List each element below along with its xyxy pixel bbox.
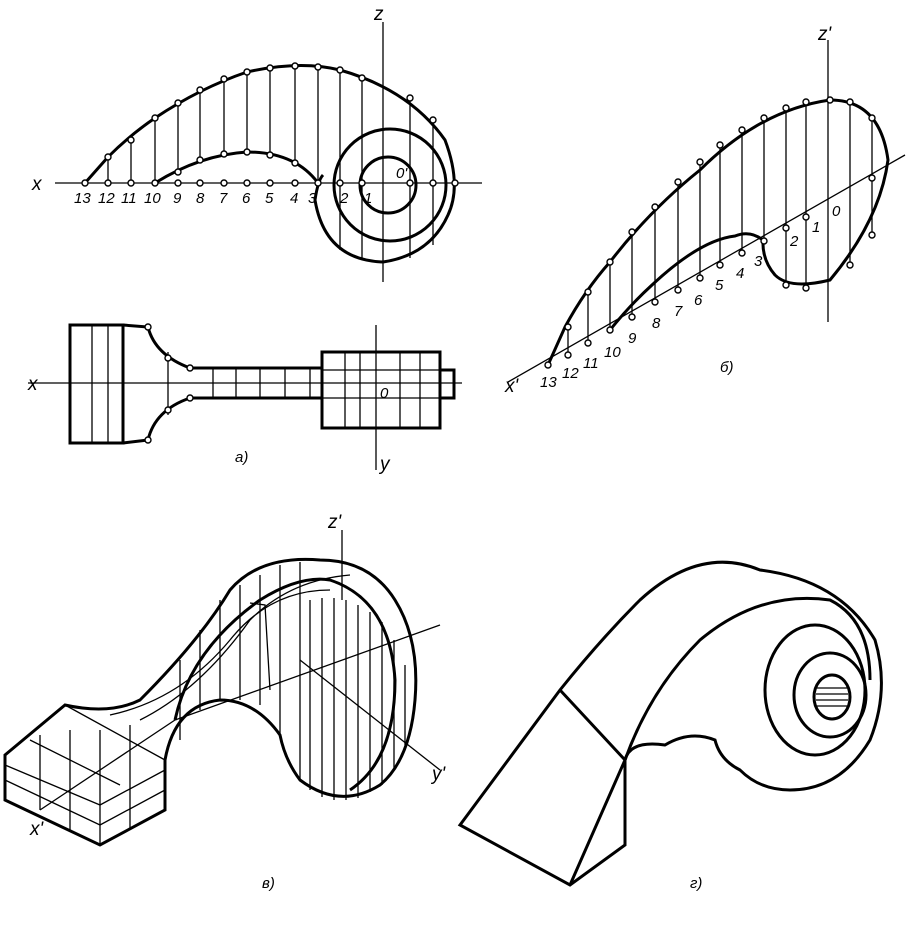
- svg-text:7: 7: [219, 190, 228, 207]
- view-a-front: x z 0' 13 12 11 10 9 8 7 6 5 4 3 2 1: [31, 4, 482, 282]
- svg-text:1: 1: [364, 190, 372, 207]
- view-g: г): [457, 560, 883, 892]
- svg-text:3: 3: [308, 190, 317, 207]
- view-v: z' y' x' в): [3, 512, 447, 892]
- axis-y-label: y: [378, 454, 391, 475]
- svg-text:2: 2: [339, 190, 349, 207]
- profile-points: [544, 96, 876, 369]
- svg-text:6: 6: [242, 190, 251, 207]
- boss: [438, 368, 456, 400]
- caption-v: в): [262, 875, 275, 892]
- caption-g: г): [690, 875, 702, 892]
- svg-text:11: 11: [583, 355, 599, 372]
- cross-axis: [174, 624, 441, 721]
- svg-text:10: 10: [144, 190, 161, 207]
- part-solid-outline: [457, 560, 883, 887]
- view-b: x' z' 0 13 12 11 10 9 8 7 6 5 4 3 2 1 б): [504, 24, 906, 397]
- svg-text:9: 9: [628, 330, 637, 347]
- axis-z-label: z': [817, 24, 833, 45]
- svg-text:11: 11: [121, 190, 137, 207]
- hub-front-edge: [173, 577, 397, 792]
- hub-front-edge: [623, 596, 872, 761]
- svg-text:12: 12: [98, 190, 115, 207]
- x-prime-axis: [507, 154, 906, 383]
- svg-text:8: 8: [196, 190, 205, 207]
- outer-profile: [83, 64, 456, 264]
- axis-y-label: y': [430, 764, 447, 785]
- origin-label: 0': [396, 165, 408, 182]
- collar: [792, 651, 868, 739]
- part-wireframe-outline: [3, 557, 418, 847]
- end-block: [68, 323, 125, 445]
- grid-lines: [91, 325, 454, 443]
- svg-text:12: 12: [562, 365, 579, 382]
- inner-profile: [154, 150, 320, 185]
- svg-text:8: 8: [652, 315, 661, 332]
- svg-text:10: 10: [604, 344, 621, 361]
- axis-x-label: x': [29, 819, 45, 840]
- caption-a: a): [235, 449, 248, 466]
- svg-text:4: 4: [290, 190, 298, 207]
- point-labels: 13 12 11 10 9 8 7 6 5 4 3 2 1: [540, 219, 820, 391]
- svg-text:3: 3: [754, 253, 763, 270]
- view-a-plan: x y 0 a): [27, 323, 462, 475]
- svg-text:5: 5: [265, 190, 274, 207]
- origin-label: 0: [380, 385, 389, 402]
- axis-z-label: z': [327, 512, 343, 533]
- outer-profile: [546, 98, 890, 366]
- x-prime-axis: [39, 719, 176, 811]
- hub-circle: [332, 127, 448, 243]
- splined-bore: [812, 673, 852, 721]
- axis-x-label: x': [504, 376, 520, 397]
- ordinate-lines: [107, 66, 434, 258]
- end-face-edges: [558, 688, 627, 886]
- wireframe-grid: [4, 562, 406, 845]
- axis-z-label: z: [373, 4, 384, 25]
- caption-b: б): [720, 359, 733, 376]
- axis-x-label: x: [27, 374, 39, 395]
- svg-text:7: 7: [674, 303, 683, 320]
- svg-text:5: 5: [715, 277, 724, 294]
- neck-outline: [122, 323, 322, 445]
- axis-x-label: x: [31, 174, 43, 195]
- svg-text:9: 9: [173, 190, 182, 207]
- svg-text:13: 13: [74, 190, 91, 207]
- svg-text:4: 4: [736, 265, 744, 282]
- svg-text:2: 2: [789, 233, 799, 250]
- point-labels: 13 12 11 10 9 8 7 6 5 4 3 2 1: [74, 190, 372, 207]
- svg-text:1: 1: [812, 219, 820, 236]
- ordinate-lines: [567, 102, 873, 355]
- bore-hatching: [816, 687, 848, 707]
- profile-points: [81, 62, 459, 187]
- origin-label: 0: [832, 203, 841, 220]
- svg-text:13: 13: [540, 374, 557, 391]
- svg-text:6: 6: [694, 292, 703, 309]
